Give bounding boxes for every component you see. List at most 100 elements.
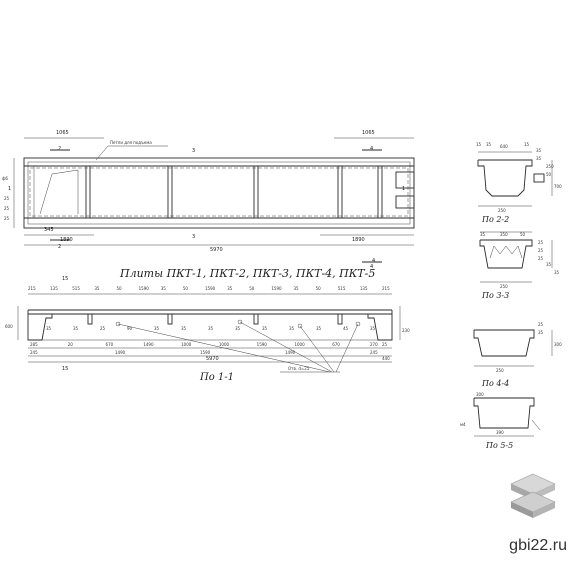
plan-side-label-1-left: 1 [8,186,11,192]
plan-dim-top-right: 1065 [362,130,375,136]
sec44-dim-2: 35 [538,330,544,335]
sec44-dim-3: 300 [554,342,562,347]
elev-top-dim-13: 50 [316,286,322,291]
elev-mid-dim-4: 35 [154,326,160,331]
elevation-mark-top: 15 [62,276,68,282]
elev-top-dim-11: 1590 [271,286,282,291]
elev-bot-a-dim-9: 270 [370,342,378,347]
elev-bot-b-dim-2: 1590 [200,350,211,355]
plan-dim-total: 5970 [210,247,223,253]
elev-top-dim-6: 35 [161,286,167,291]
plan-view: 1065 1065 345 1890 5970 1890 25 25 25 Пе… [2,130,415,270]
plan-section-mark-4-top: 4 [370,146,373,152]
sec33-dim-1: 35 [480,232,486,237]
elev-bot-b-dim-4: 245 [370,350,378,355]
elev-top-dim-9: 35 [227,286,233,291]
sec55-caption: По 5-5 [485,441,513,450]
drawing-title: Плиты ПКТ-1, ПКТ-2, ПКТ-3, ПКТ-4, ПКТ-5 [119,267,375,280]
elevation-total: 5970 [206,356,219,362]
elevation-mark-bottom: 15 [62,366,68,372]
sec33-dim-5: 25 [538,248,544,253]
elev-bot-a-dim-8: 670 [332,342,340,347]
elev-top-dim-7: 50 [183,286,189,291]
plan-outline [23,157,415,229]
plan-section-mark-2-bottom: 2 [58,244,61,250]
elev-mid-dim-6: 35 [208,326,214,331]
section-3-3 [479,231,553,283]
elev-top-dim-10: 50 [249,286,255,291]
sec33-caption: По 3-3 [481,291,509,300]
elev-top-dim-16: 215 [382,286,390,291]
elev-bot-a-dim-1: 20 [68,342,74,347]
sec22-dim-4: 15 [524,142,530,147]
sec55-dim-3: 390 [496,430,504,435]
sec44-caption: По 4-4 [481,379,509,388]
sec22-dim-5: 35 [536,148,542,153]
sec22-caption: По 2-2 [481,215,509,224]
elev-mid-dim-1: 35 [73,326,79,331]
plan-dim-left-c: 25 [4,216,10,221]
elevation-side-left: 600 [5,324,13,329]
elev-mid-dim-2: 25 [100,326,106,331]
elev-mid-dim-7: 35 [235,326,241,331]
sec22-dim-1: 15 [476,142,482,147]
sec33-dim-8: 35 [554,270,560,275]
elev-top-dim-14: 515 [338,286,346,291]
elev-mid-dim-12: 35 [370,326,376,331]
elev-bot-a-dim-2: 670 [106,342,114,347]
elevation-view [17,293,401,373]
elev-mid-dim-10: 35 [316,326,322,331]
elev-bot-a-dim-3: 1490 [143,342,154,347]
plan-side-label-1-right: 1 [402,186,405,192]
elev-bot-a-dim-6: 1590 [257,342,268,347]
elev-mid-dim-11: 45 [343,326,349,331]
sec44-dim-4: 250 [496,368,504,373]
elevation-corner-dim-b: 440 [382,356,390,361]
sec22-dim-10: 250 [498,208,506,213]
elev-top-dim-2: 515 [72,286,80,291]
elev-mid-dim-5: 35 [181,326,187,331]
elevation-corner-dim-a: 25 [382,342,388,347]
elev-top-dim-1: 135 [50,286,58,291]
sec55-dim-1: 300 [476,392,484,397]
elevation-side-right: 230 [402,328,410,333]
sec22-dim-8: 50 [546,172,552,177]
plan-section-mark-3-bottom: 3 [192,234,195,240]
sec22-dim-6: 35 [536,156,542,161]
elev-bot-b-dim-3: 1490 [285,350,296,355]
elev-top-dim-5: 1590 [139,286,150,291]
elev-top-dim-12: 35 [294,286,300,291]
plan-dim-left-a: 25 [4,196,10,201]
section-4-4 [473,329,553,367]
elev-mid-dim-9: 35 [289,326,295,331]
elev-bot-a-dim-5: 1000 [219,342,230,347]
elevation-bottom-dims-b: 245 1490 1590 1490 245 [30,350,378,355]
section-2-2 [477,151,553,207]
sec33-dim-6: 25 [538,256,544,261]
elev-top-dim-0: 215 [28,286,36,291]
sec33-dim-4: 25 [538,240,544,245]
elevation-stroke-mark: 4 [372,258,375,264]
elev-top-dim-15: 135 [360,286,368,291]
elev-mid-dim-8: 35 [262,326,268,331]
elev-top-dim-8: 1590 [205,286,216,291]
plan-section-mark-4-bottom: 4 [370,264,373,270]
plan-section-mark-3-top: 3 [192,148,195,154]
sec22-dim-7: 250 [546,164,554,169]
plan-section-mark-2-top: 2 [58,146,61,152]
plan-side-label-phi: ф6 [2,176,8,181]
sec22-dim-9: 700 [554,184,562,189]
plan-callout-lifting: Петли для подъема [110,140,152,145]
section-5-5 [473,397,541,437]
sec55-dim-2: м4 [460,422,466,427]
elev-bot-b-dim-1: 1490 [115,350,126,355]
sec22-dim-3: 640 [500,144,508,149]
sec33-dim-3: 50 [520,232,526,237]
elev-top-dim-4: 50 [117,286,123,291]
plan-dim-bottom-right: 1890 [352,237,365,243]
elev-bot-b-dim-0: 245 [30,350,38,355]
